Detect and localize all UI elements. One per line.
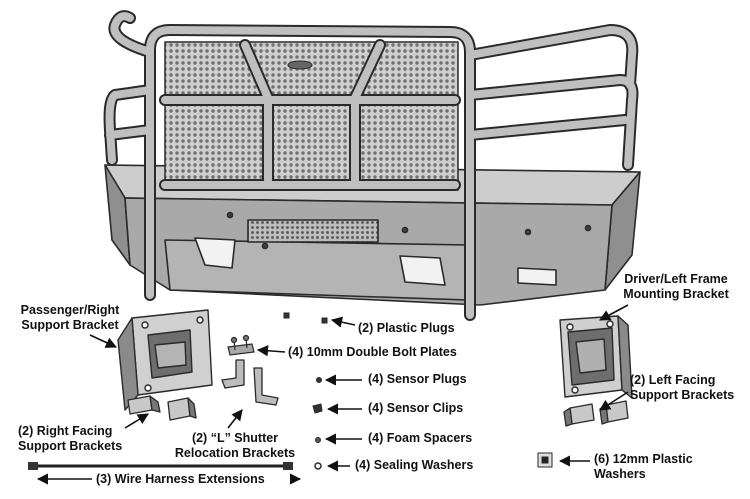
wire-harness (28, 462, 293, 470)
bumper-body (104, 164, 641, 306)
label-left-facing-brackets: (2) Left Facing Support Brackets (630, 373, 734, 403)
label-driver-bracket: Driver/Left Frame Mounting Bracket (610, 272, 742, 302)
bolt-plates (227, 334, 255, 356)
callout-arrows (36, 304, 629, 485)
label-bolt-plates: (4) 10mm Double Bolt Plates (288, 345, 457, 359)
label-foam-spacers: (4) Foam Spacers (368, 431, 473, 445)
label-right-facing-line2: Support Brackets (18, 439, 123, 453)
right-facing-brackets (127, 395, 197, 421)
driver-mounting-bracket (559, 315, 633, 399)
label-driver-bracket-line1: Driver/Left Frame (624, 272, 728, 286)
plastic-washer (537, 452, 553, 468)
label-right-facing-line1: (2) Right Facing (18, 424, 113, 438)
label-sensor-clips: (4) Sensor Clips (368, 401, 464, 415)
label-sealing-washers: (4) Sealing Washers (355, 458, 474, 472)
label-plastic-washers-line1: (6) 12mm Plastic (594, 452, 693, 466)
label-l-shutter-line1: (2) “L” Shutter (191, 431, 279, 445)
label-driver-bracket-line2: Mounting Bracket (623, 287, 729, 301)
label-plastic-washers: (6) 12mm Plastic Washers (594, 452, 693, 482)
label-passenger-bracket-line2: Support Bracket (21, 318, 119, 332)
label-wire-harness: (3) Wire Harness Extensions (96, 472, 265, 486)
l-shutter-brackets (221, 359, 279, 406)
label-left-facing-line1: (2) Left Facing (630, 373, 716, 387)
label-right-facing-brackets: (2) Right Facing Support Brackets (18, 424, 122, 454)
label-plastic-plugs: (2) Plastic Plugs (358, 321, 455, 335)
label-sensor-plugs: (4) Sensor Plugs (368, 372, 467, 386)
label-passenger-bracket: Passenger/Right Support Bracket (10, 303, 130, 333)
left-facing-brackets (563, 400, 629, 427)
label-left-facing-line2: Support Brackets (630, 388, 735, 402)
small-hardware (283, 312, 328, 470)
label-l-shutter-brackets: (2) “L” Shutter Relocation Brackets (165, 431, 305, 461)
label-passenger-bracket-line1: Passenger/Right (20, 303, 120, 317)
passenger-support-bracket (117, 309, 213, 411)
label-l-shutter-line2: Relocation Brackets (174, 446, 296, 460)
grille-guard (103, 10, 639, 321)
label-plastic-washers-line2: Washers (594, 467, 646, 481)
